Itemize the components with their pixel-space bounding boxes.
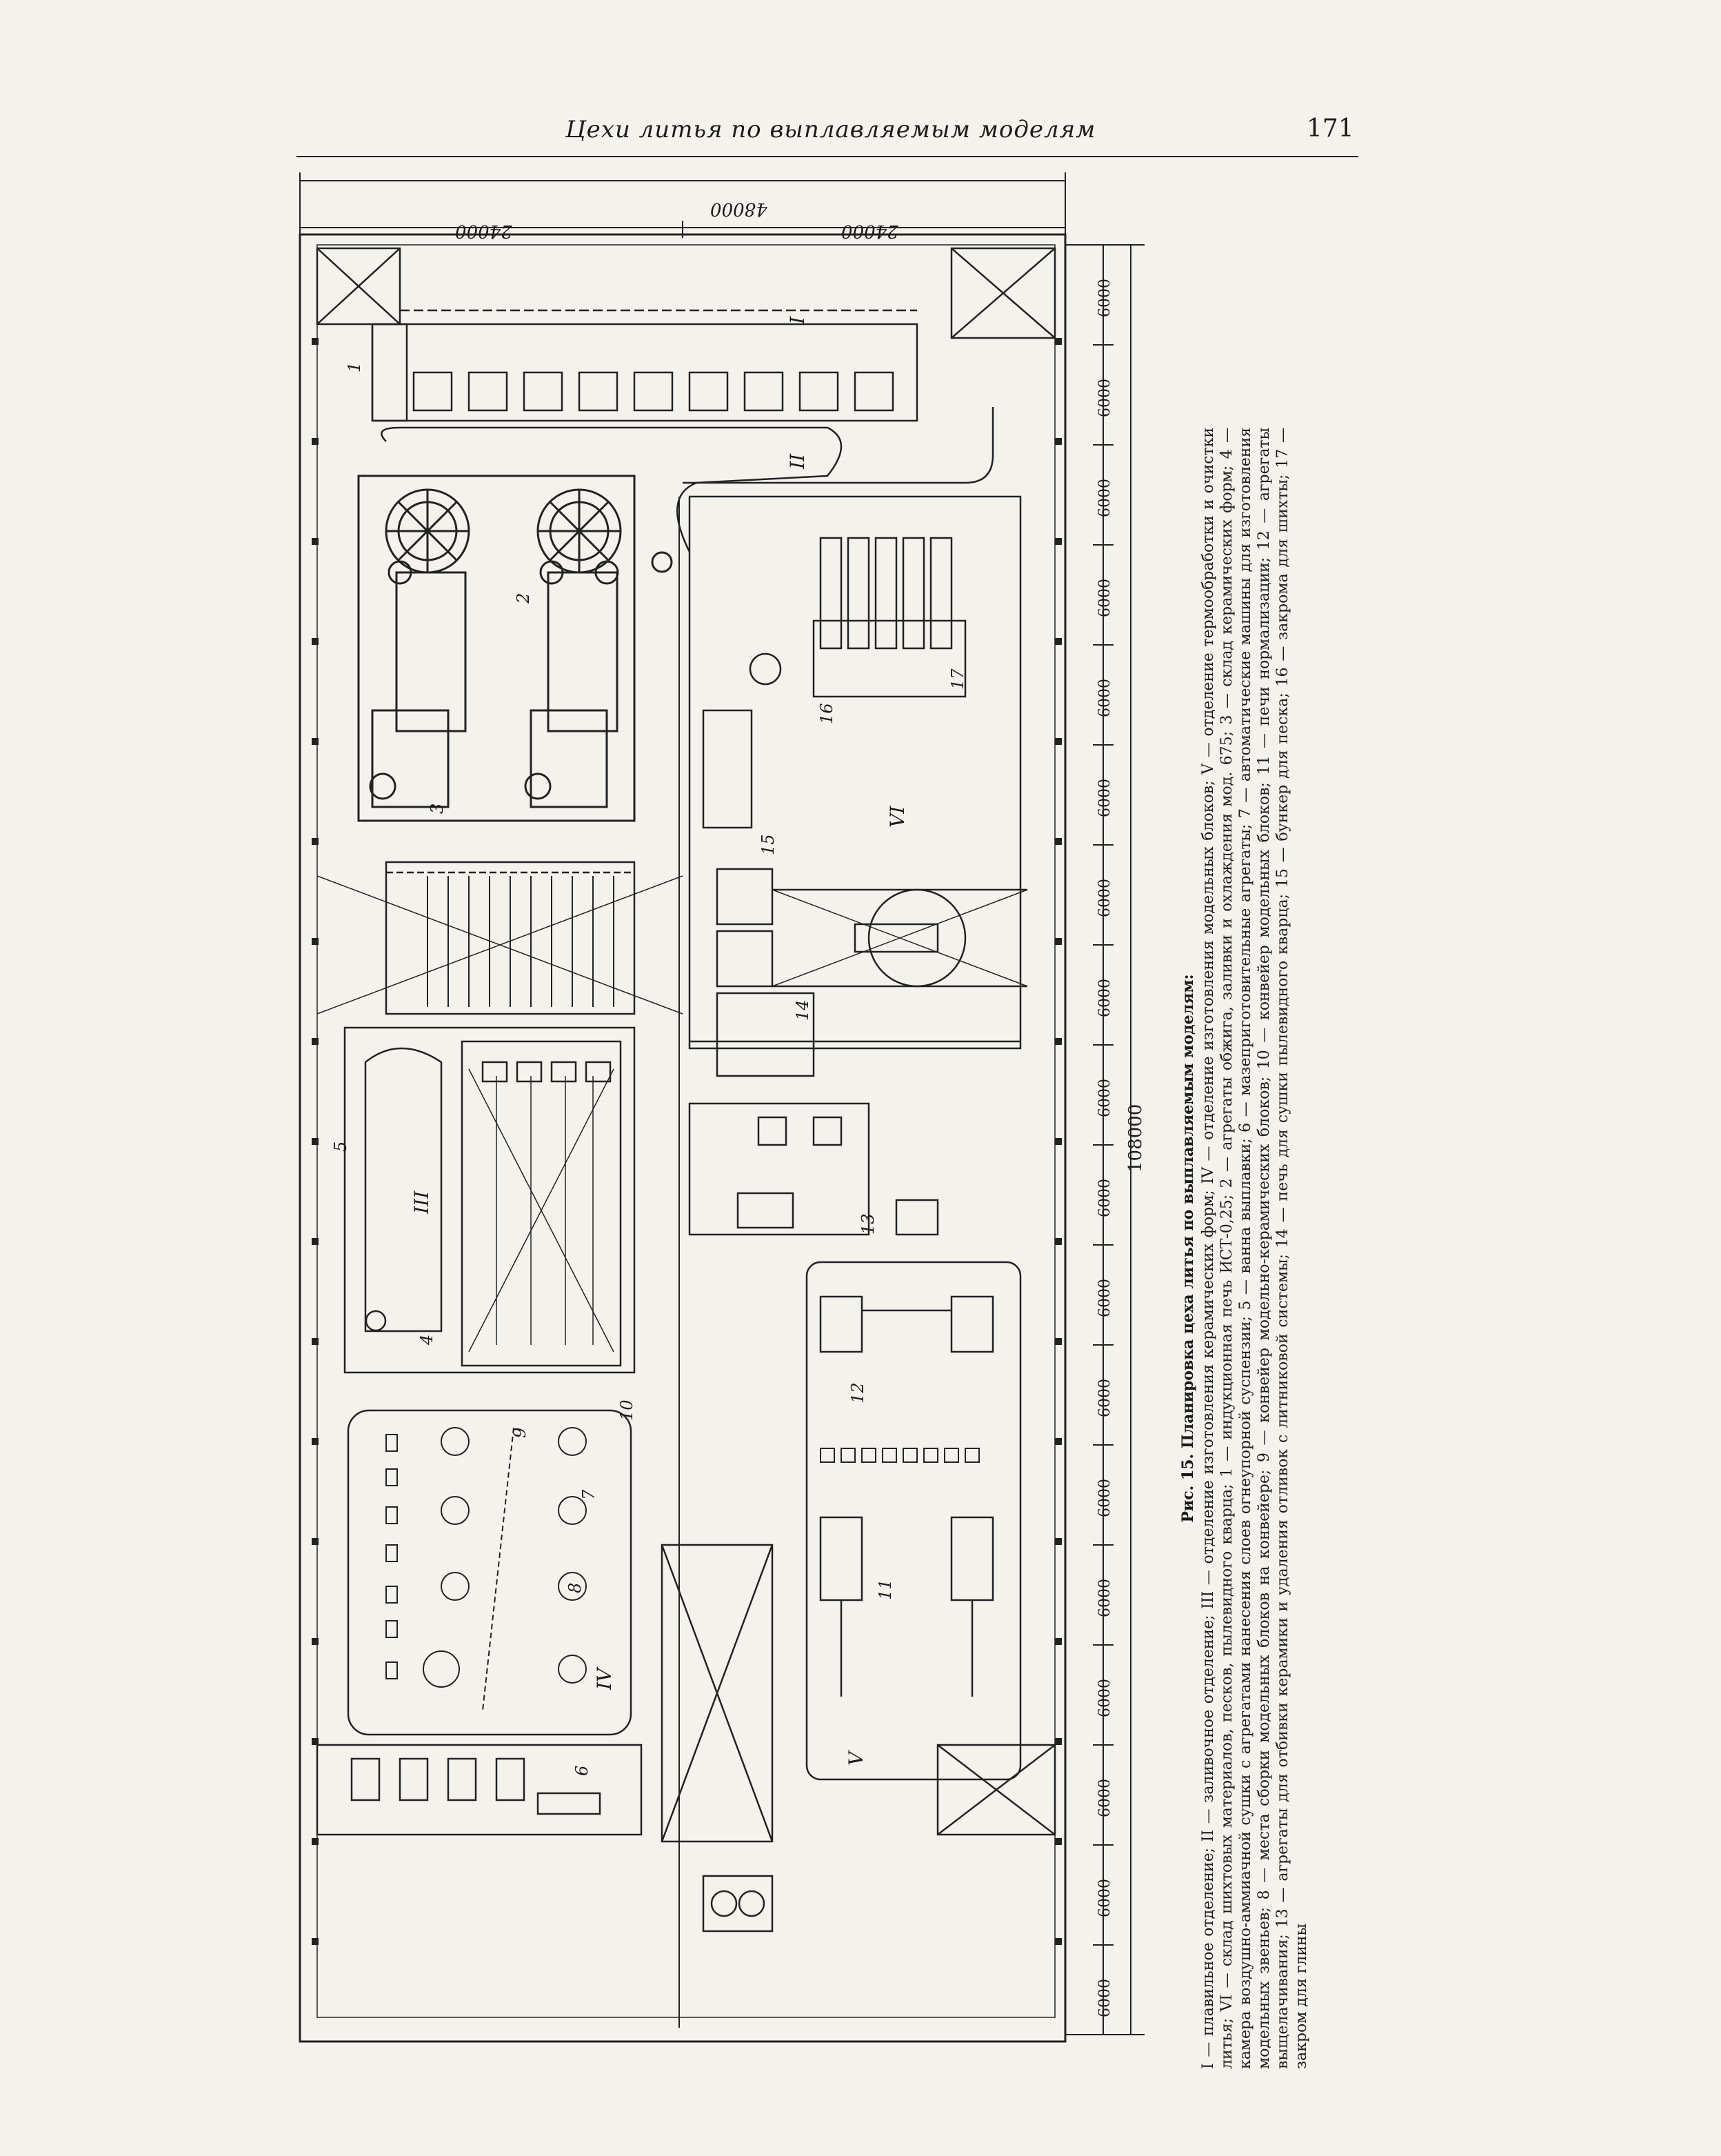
bay-dim-4: 6000 (1096, 579, 1114, 617)
induction-furnaces (412, 371, 894, 412)
item-label-14: 14 (793, 999, 812, 1021)
bay-dim-5: 6000 (1096, 679, 1114, 717)
dim-top-total: 48000 (710, 199, 767, 219)
section-melting (316, 247, 1056, 422)
bay-dim-14: 6000 (1096, 1579, 1114, 1617)
bay-dim-17: 6000 (1096, 1879, 1114, 1917)
section-label-IV: IV (593, 1668, 616, 1690)
header-rule (296, 156, 1358, 157)
item-label-8: 8 (565, 1582, 585, 1593)
dim-right-total: 108000 (1125, 1104, 1146, 1172)
bay-dim-7: 6000 (1096, 879, 1114, 917)
section-heat-treatment (805, 1261, 1056, 1836)
item-label-3: 3 (427, 803, 447, 814)
bay-dim-13: 6000 (1096, 1479, 1114, 1517)
section-firing-units (357, 475, 673, 822)
item-label-10: 10 (617, 1399, 636, 1421)
section-warehouse (678, 495, 1028, 2028)
section-model-blocks (347, 1409, 632, 1736)
bay-dim-10: 6000 (1096, 1179, 1114, 1217)
item-label-17: 17 (948, 668, 967, 690)
caption-title: Рис. 15. Планировка цеха литья по выплав… (1179, 974, 1197, 1523)
bay-dim-3: 6000 (1096, 479, 1114, 517)
item-label-15: 15 (758, 834, 778, 855)
item-label-16: 16 (817, 703, 836, 724)
building-inner-wall (316, 244, 1056, 2018)
item-label-7: 7 (579, 1489, 598, 1500)
bay-dim-11: 6000 (1096, 1279, 1114, 1317)
item-label-2: 2 (514, 592, 533, 603)
section-drying-chamber (316, 861, 683, 1015)
figure-caption: Рис. 15. Планировка цеха литья по выплав… (1179, 428, 1311, 2069)
running-title: Цехи литья по выплавляемым моделям (565, 116, 1096, 143)
bay-dim-15: 6000 (1096, 1679, 1114, 1717)
section-cleaning (661, 1102, 939, 1933)
section-pouring (381, 407, 994, 552)
section-paste-units (316, 1744, 643, 1836)
bins (812, 537, 967, 698)
bay-dim-9: 6000 (1096, 1079, 1114, 1117)
bay-dim-8: 6000 (1096, 979, 1114, 1017)
section-label-II: II (786, 453, 809, 469)
item-label-5: 5 (331, 1141, 350, 1152)
bay-dim-12: 6000 (1096, 1379, 1114, 1417)
page-number: 171 (1307, 114, 1354, 143)
item-label-1: 1 (345, 361, 364, 372)
dim-top-right: 24000 (841, 221, 898, 241)
bay-dim-1: 6000 (1096, 279, 1114, 317)
bay-dim-6: 6000 (1096, 779, 1114, 817)
item-label-13: 13 (858, 1213, 878, 1235)
section-label-V: V (845, 1751, 867, 1766)
section-label-I: I (786, 316, 809, 324)
bay-ticks (1093, 244, 1114, 2035)
bay-dim-2: 6000 (1096, 379, 1114, 417)
section-label-VI: VI (886, 806, 909, 828)
dim-top-left: 24000 (455, 221, 512, 241)
item-label-4: 4 (417, 1334, 436, 1345)
section-label-III: III (410, 1190, 433, 1214)
item-label-11: 11 (876, 1579, 895, 1600)
column-markers (312, 338, 1062, 1945)
bay-dim-16: 6000 (1096, 1779, 1114, 1817)
item-label-9: 9 (510, 1427, 530, 1438)
bay-dim-18: 6000 (1096, 1979, 1114, 2017)
caption-legend: I — плавильное отделение; II — заливочно… (1200, 428, 1310, 2069)
section-ceramic-forms (343, 1026, 636, 1374)
item-label-6: 6 (572, 1765, 592, 1776)
page-header: Цехи литья по выплавляемым моделям 171 (0, 0, 1721, 166)
crane-structure (716, 868, 1028, 988)
item-label-12: 12 (848, 1382, 867, 1404)
